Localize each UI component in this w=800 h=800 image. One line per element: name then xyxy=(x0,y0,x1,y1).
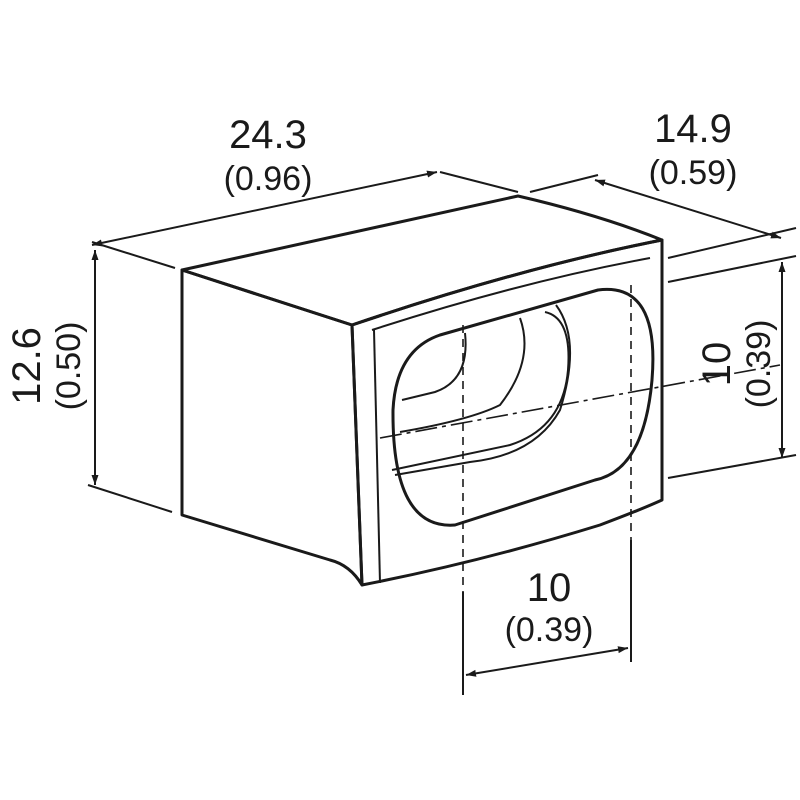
dimension-line-length xyxy=(91,170,438,247)
housing-left-face xyxy=(180,268,364,587)
dimension-height-mm: 12.6 xyxy=(5,327,49,405)
dimension-window-width-mm: 10 xyxy=(527,566,572,610)
dimension-length-mm: 24.3 xyxy=(229,113,307,157)
optical-axis-centerline xyxy=(379,364,781,439)
dimension-window-width-inch: (0.39) xyxy=(505,611,594,649)
extension-line-depth-right xyxy=(667,227,797,259)
extension-line-depth-left xyxy=(529,174,599,193)
window-inner-outline xyxy=(391,311,570,471)
dimension-window-height-inch: (0.39) xyxy=(740,320,778,409)
window-outer-outline xyxy=(391,287,655,527)
housing-top-face xyxy=(180,194,664,327)
dimension-window-height-mm: 10 xyxy=(695,342,739,387)
lens-curve-middle xyxy=(399,317,526,433)
dimension-depth-inch: (0.59) xyxy=(649,154,738,192)
housing-front-bezel xyxy=(371,257,651,331)
dimension-height-inch: (0.50) xyxy=(50,322,88,411)
dimension-line-depth xyxy=(594,179,782,239)
extension-line-window-bottom xyxy=(667,454,797,479)
dimension-length-inch: (0.96) xyxy=(224,160,313,198)
lens-curve-lower xyxy=(394,304,572,476)
extension-line-window-top xyxy=(667,255,797,283)
lens-curve-upper xyxy=(401,332,467,401)
housing-bezel-edge xyxy=(373,329,381,584)
dimension-line-window-width xyxy=(465,646,629,677)
extension-line-height-bottom xyxy=(87,484,173,513)
optical-window xyxy=(391,287,655,527)
housing-body xyxy=(180,194,664,587)
housing-front-face xyxy=(350,238,664,587)
extension-line-length-right xyxy=(439,171,519,193)
dimension-depth-mm: 14.9 xyxy=(654,107,732,151)
extension-line-length-left xyxy=(91,241,176,269)
